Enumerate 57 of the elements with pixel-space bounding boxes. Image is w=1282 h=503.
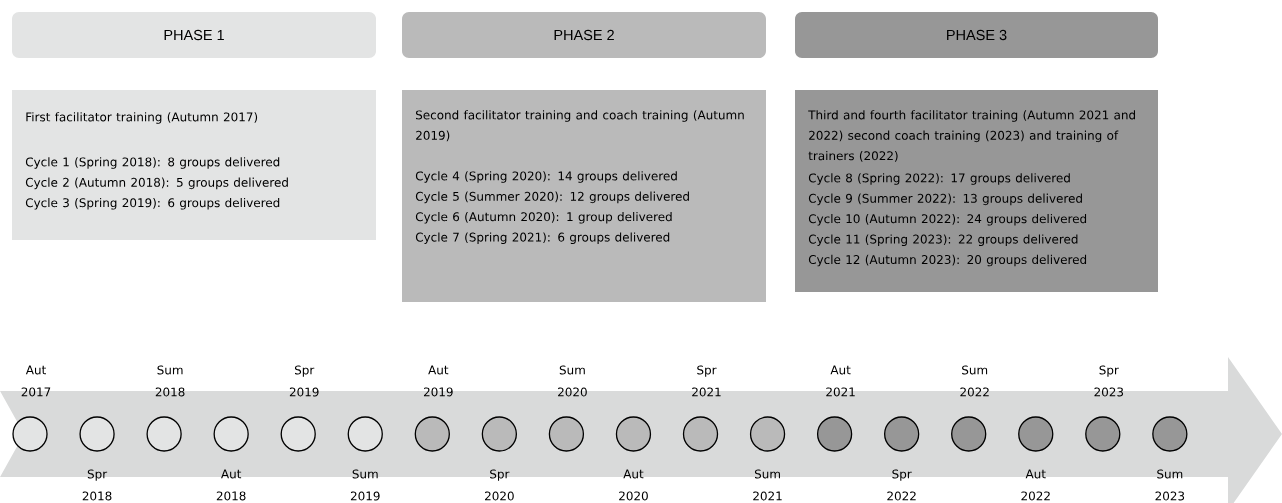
date-label: Sum 2023 <box>1155 469 1185 501</box>
timeline-circle <box>146 416 182 452</box>
cycle-text: Cycle 5 (Summer 2020): 12 groups delivered <box>415 191 689 204</box>
timeline-circle <box>548 416 585 452</box>
timeline-circle <box>481 416 517 452</box>
date-label: Spr 2020 <box>485 469 514 501</box>
date-label: Sum 2020 <box>558 365 587 397</box>
date-label: Sum 2022 <box>960 365 989 397</box>
timeline-circle <box>884 416 920 452</box>
text-box <box>795 90 1158 292</box>
cycle-text: Cycle 2 (Autumn 2018): 5 groups delivered <box>25 177 288 190</box>
date-label: Sum 2021 <box>753 469 782 501</box>
timeline-circle <box>79 416 115 452</box>
timeline-circle <box>1152 416 1188 452</box>
cycle-text: Cycle 1 (Spring 2018): 8 groups delivered <box>25 157 280 169</box>
cycle-text: Cycle 7 (Spring 2021): 6 groups delivered <box>415 232 670 244</box>
date-label: Aut 2020 <box>619 469 648 501</box>
date-label: Sum 2019 <box>350 469 380 501</box>
timeline-circle <box>1085 416 1121 452</box>
timeline-circle <box>951 416 987 452</box>
timeline-circle <box>347 416 383 452</box>
cycle-text: Cycle 8 (Spring 2022): 17 groups delivered <box>808 173 1070 185</box>
date-label: Aut 2019 <box>423 365 453 397</box>
timeline-circle <box>816 416 853 452</box>
date-label: Spr 2022 <box>887 469 916 501</box>
heading-text: Second facilitator training and coach training (Autumn 2019) <box>416 110 744 142</box>
date-label: Spr 2018 <box>82 469 112 501</box>
date-label: Spr 2023 <box>1094 365 1124 397</box>
date-label: Aut 2021 <box>826 365 855 397</box>
cycle-text: Cycle 3 (Spring 2019): 6 groups delivered <box>25 198 280 210</box>
date-label: Aut 2018 <box>216 469 246 501</box>
heading-text: First facilitator training (Autumn 2017) <box>26 112 258 124</box>
date-label: Spr 2021 <box>692 365 721 397</box>
date-label: Aut 2022 <box>1021 469 1050 501</box>
date-label: Aut 2017 <box>21 365 51 397</box>
phase-header: PHASE 3 <box>795 12 1158 58</box>
timeline-circle <box>414 416 450 452</box>
phase-header: PHASE 1 <box>12 12 376 58</box>
timeline-circle <box>749 416 786 452</box>
cycle-text: Cycle 10 (Autumn 2022): 24 groups delivered <box>808 214 1087 226</box>
cycle-text: Cycle 12 (Autumn 2023): 20 groups delivered <box>808 254 1087 267</box>
timeline-circle <box>12 416 48 452</box>
date-label: Sum 2018 <box>155 365 185 397</box>
cycle-text: Cycle 4 (Spring 2020): 14 groups delivered <box>415 171 677 183</box>
cycle-text: Cycle 6 (Autumn 2020): 1 group delivered <box>415 212 672 224</box>
cycle-text: Cycle 9 (Summer 2022): 13 groups delivered <box>808 193 1082 206</box>
heading-text: Third and fourth facilitator training (Autumn 2021 and 2022) second coach training (2023) and training of trainers (2022) <box>808 110 1135 162</box>
timeline-circle <box>280 416 316 452</box>
timeline-circle <box>213 416 249 452</box>
timeline-circle <box>1018 416 1054 452</box>
text-box <box>12 90 376 240</box>
phase-header: PHASE 2 <box>402 12 766 58</box>
timeline-circle <box>615 416 652 452</box>
text-box <box>402 90 766 302</box>
cycle-text: Cycle 11 (Spring 2023): 22 groups delivered <box>808 234 1078 246</box>
date-label: Spr 2019 <box>289 365 319 397</box>
timeline-circle <box>682 416 719 452</box>
